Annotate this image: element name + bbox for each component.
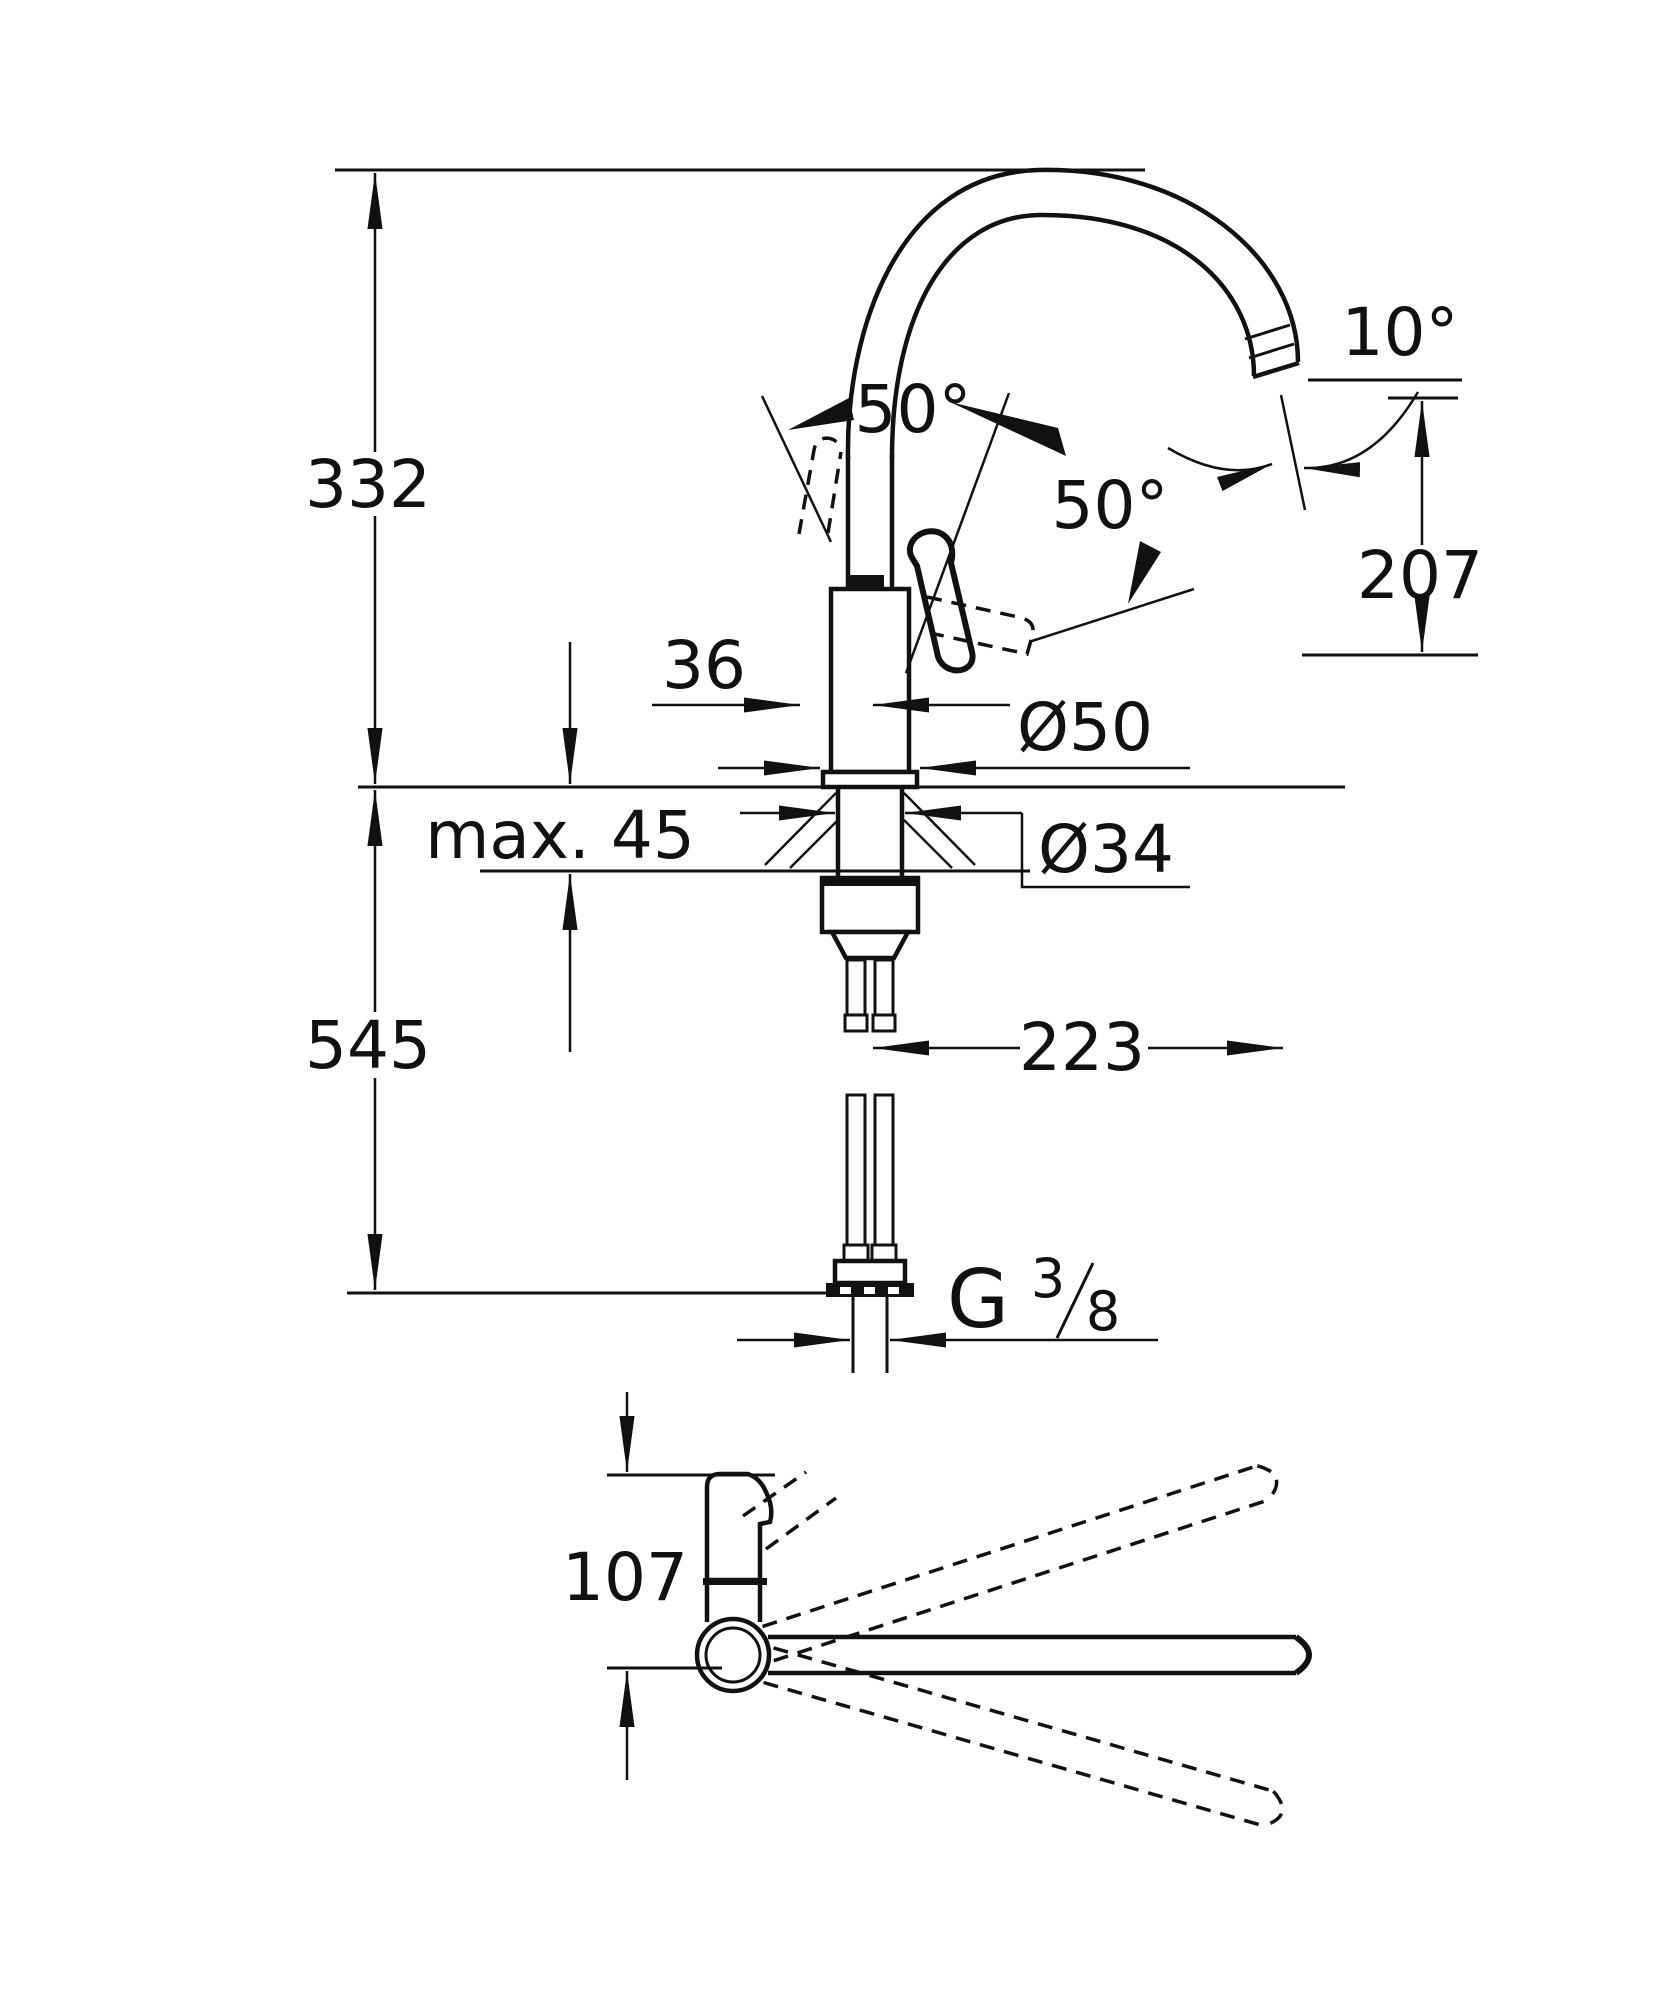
dim-outlet-height: 207 xyxy=(1357,401,1483,652)
reference-lines xyxy=(335,168,1478,1295)
outlet-height-label: 207 xyxy=(1357,537,1483,614)
spout-cap-line-2 xyxy=(1248,342,1295,360)
top-handle-swing-dash-2 xyxy=(764,1496,838,1551)
angle-arrow-right xyxy=(950,402,1066,456)
thread-denominator-label: 8 xyxy=(1086,1280,1120,1343)
thread-letter-label: G xyxy=(947,1253,1009,1346)
tip-angle-annotation: 10° xyxy=(1167,294,1459,511)
total-height-label: 332 xyxy=(305,446,431,523)
deck-hatching xyxy=(764,792,976,869)
spout-outlet-face xyxy=(1252,360,1300,380)
deck-thickness-label: max. 45 xyxy=(425,797,695,874)
flexible-hoses xyxy=(842,958,898,1263)
threaded-shank: Ø34 xyxy=(740,787,1190,889)
dim-spout-reach: 223 xyxy=(873,1009,1283,1086)
dim-deck-thickness: max. 45 xyxy=(425,642,695,1052)
handle-angle-annotations: 50° 50° xyxy=(760,371,1195,674)
spout-outer-curve xyxy=(845,167,1301,459)
hole-diameter-label: Ø34 xyxy=(1038,811,1174,888)
top-handle-swing-dash-1 xyxy=(741,1470,808,1518)
handle-angle-front-label: 50° xyxy=(855,371,972,448)
below-deck-label: 545 xyxy=(305,1007,431,1084)
fraction-slash xyxy=(1055,1262,1095,1339)
angle-ext-right xyxy=(904,392,1011,674)
handle-swung-dashed xyxy=(926,595,1035,657)
tip-angle-label: 10° xyxy=(1342,294,1459,371)
mounting-nut xyxy=(819,875,921,961)
thread-numerator-label: 3 xyxy=(1031,1247,1065,1310)
dim-base-diameter: Ø50 xyxy=(718,689,1190,776)
top-handle-outline xyxy=(704,1471,774,1583)
handle-closed-dashed xyxy=(797,436,844,535)
spout-inner-curve xyxy=(889,212,1257,459)
dim-total-height: 332 xyxy=(305,173,431,784)
handle-positions xyxy=(797,436,1035,674)
top-spout-end-cap xyxy=(1294,1634,1312,1676)
top-view: 107 xyxy=(562,1392,1312,1828)
angle-arrow-side xyxy=(1128,541,1161,604)
angle-ext-left xyxy=(760,395,833,543)
handle-projection-label: 36 xyxy=(662,627,746,704)
base-circle-inner xyxy=(704,1626,762,1684)
body-barrel xyxy=(828,586,912,775)
top-view-depth-label: 107 xyxy=(562,1539,688,1616)
lever-base-tab xyxy=(850,575,884,589)
top-handle-base-edge xyxy=(703,1578,767,1585)
spout-swivel-down-dashed xyxy=(739,1639,1285,1828)
nut-taper xyxy=(828,929,912,961)
angle-ext-side xyxy=(1031,587,1195,643)
g38-fitting: G 3 8 xyxy=(737,1247,1158,1373)
spout-swivel-up-dashed xyxy=(738,1464,1279,1671)
handle-closed-dashed-edge xyxy=(826,451,843,534)
angle-arrow-left xyxy=(788,398,854,430)
handle-angle-side-label: 50° xyxy=(1052,467,1169,544)
dim-below-deck: 545 xyxy=(305,790,431,1290)
spout-cap-line-1 xyxy=(1244,323,1291,341)
base-diameter-label: Ø50 xyxy=(1017,689,1153,766)
dim-handle-projection: 36 xyxy=(652,627,1010,713)
spout xyxy=(845,167,1301,589)
faucet-body xyxy=(820,575,920,790)
hole-dia-leader xyxy=(1020,813,1190,889)
spout-reach-label: 223 xyxy=(1019,1009,1145,1086)
base-flange xyxy=(820,769,920,790)
tip-angle-slant-line xyxy=(1279,394,1307,511)
